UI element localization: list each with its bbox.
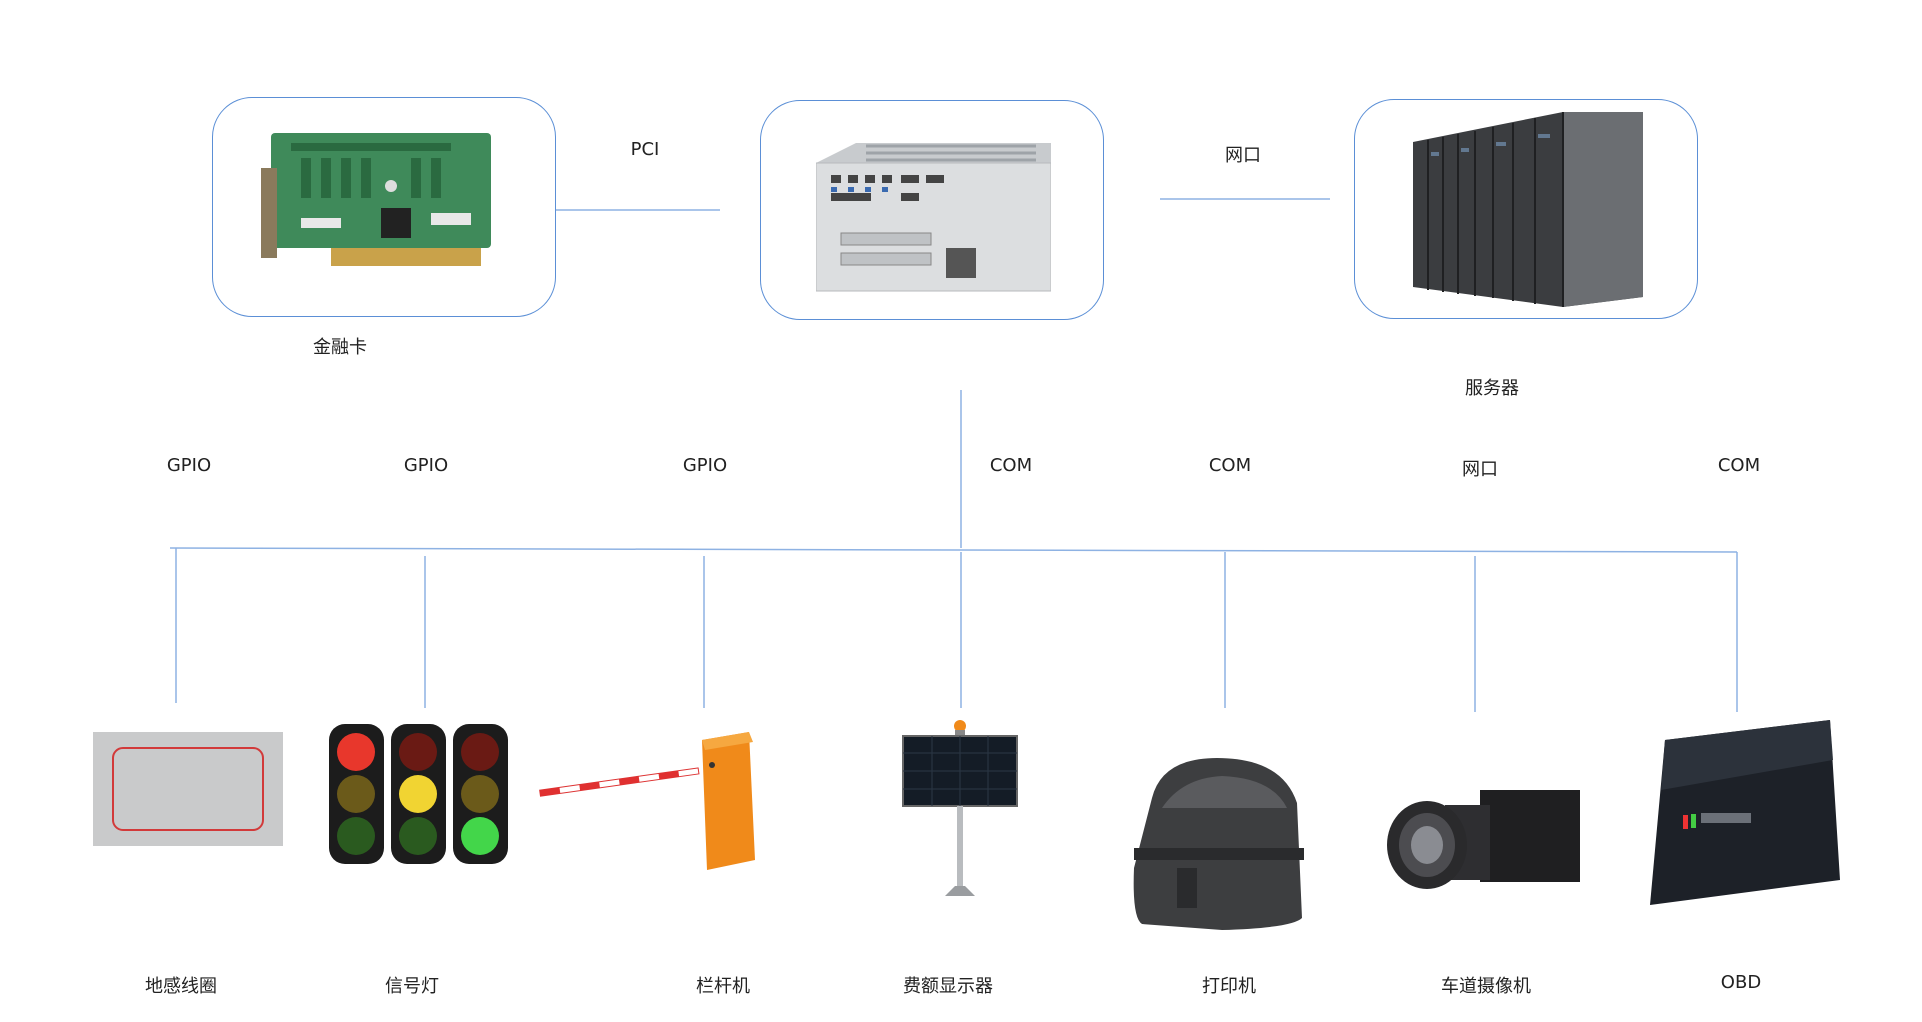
server-rack-icon bbox=[1413, 112, 1643, 307]
pci-link-label: PCI bbox=[630, 139, 660, 160]
fee-display-icon bbox=[902, 720, 1018, 896]
bus-link-label: COM bbox=[1717, 455, 1761, 476]
lan-link-label: 网口 bbox=[1225, 145, 1261, 166]
device-label: 费额显示器 bbox=[903, 976, 993, 997]
device-label: 地感线圈 bbox=[145, 976, 217, 997]
device-label: 打印机 bbox=[1202, 976, 1256, 997]
obd-unit-icon bbox=[1650, 720, 1840, 905]
camera-icon bbox=[1387, 790, 1580, 889]
bus-link-label: GPIO bbox=[403, 455, 449, 476]
bus-link-label: GPIO bbox=[166, 455, 212, 476]
card-node-box bbox=[212, 97, 556, 317]
pci-card-icon bbox=[261, 133, 491, 266]
bus-link-label: COM bbox=[989, 455, 1033, 476]
bus-link-label: GPIO bbox=[682, 455, 728, 476]
bus-link-label: COM bbox=[1208, 455, 1252, 476]
device-label: OBD bbox=[1720, 972, 1762, 993]
server-label: 服务器 bbox=[1465, 378, 1519, 399]
device-label: 栏杆机 bbox=[696, 976, 750, 997]
controller-node-box bbox=[760, 100, 1104, 320]
printer-icon bbox=[1133, 758, 1304, 930]
barrier-gate-icon bbox=[539, 732, 755, 870]
device-label: 信号灯 bbox=[385, 976, 439, 997]
bus-link-label: 网口 bbox=[1462, 459, 1498, 480]
card-label: 金融卡 bbox=[313, 337, 367, 358]
traffic-light-icon bbox=[329, 724, 508, 864]
server-node-box bbox=[1354, 99, 1698, 319]
industrial-pc-icon bbox=[816, 143, 1051, 292]
device-label: 车道摄像机 bbox=[1441, 976, 1531, 997]
loop-detector-icon bbox=[93, 732, 283, 846]
bus-line bbox=[169, 547, 1738, 553]
